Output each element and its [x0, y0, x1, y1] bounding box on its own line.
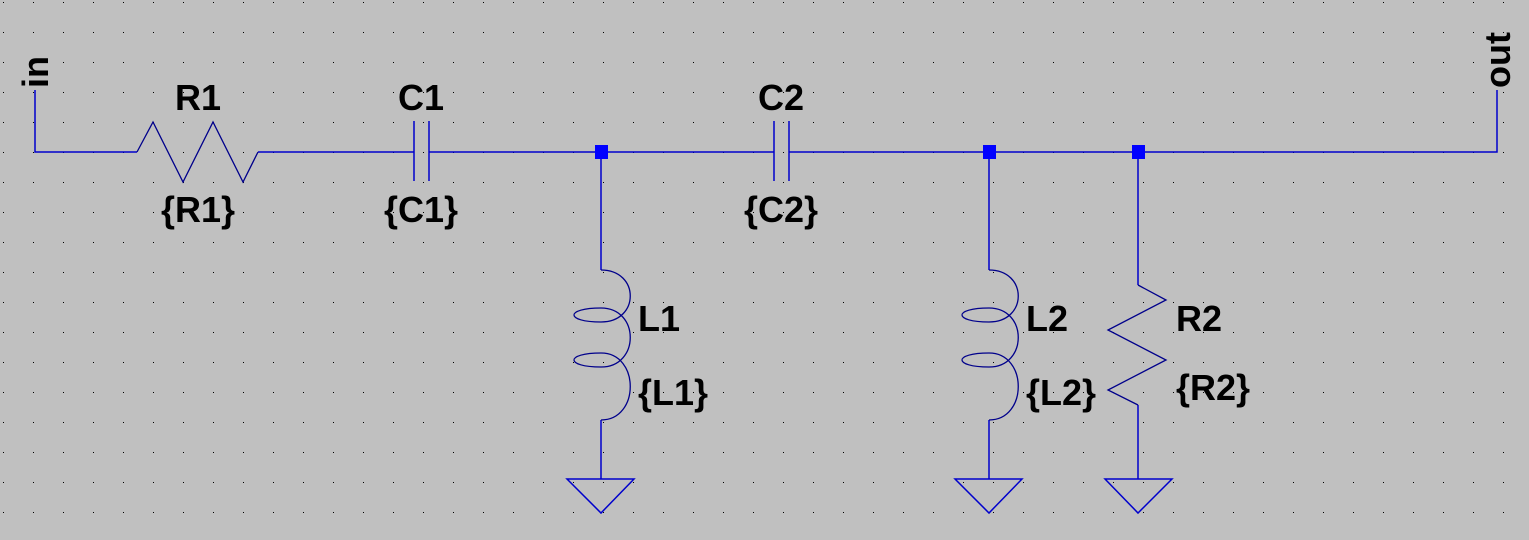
resistor-symbol-icon	[136, 120, 259, 184]
capacitor-c2[interactable]: C2 {C2}	[744, 77, 818, 230]
component-name[interactable]: L2	[1026, 298, 1068, 339]
inductor-l1[interactable]: L1 {L1}	[573, 269, 708, 421]
component-name[interactable]: C2	[758, 77, 804, 118]
component-name[interactable]: L1	[638, 298, 680, 339]
resistor-r1[interactable]: R1 {R1}	[136, 77, 259, 230]
ground-icon	[953, 478, 1024, 515]
component-value[interactable]: {L2}	[1026, 372, 1096, 413]
port-label-out[interactable]: out	[1477, 32, 1518, 88]
component-name[interactable]: R1	[175, 77, 221, 118]
inductor-coil-icon	[961, 269, 1019, 421]
junction-dot	[1132, 145, 1145, 159]
port-label-in[interactable]: in	[15, 56, 56, 88]
ground-icon	[565, 478, 636, 515]
inductor-coil-icon	[573, 269, 631, 421]
junction-dot	[983, 145, 996, 159]
inductor-l2[interactable]: L2 {L2}	[961, 269, 1096, 421]
resistor-r2[interactable]: R2 {R2}	[1106, 284, 1250, 408]
component-value[interactable]: {C1}	[384, 189, 458, 230]
wire-out[interactable]	[789, 90, 1498, 153]
junction-dot	[595, 145, 608, 159]
ground-icon	[1103, 478, 1174, 515]
component-name[interactable]: C1	[398, 77, 444, 118]
component-value[interactable]: {C2}	[744, 189, 818, 230]
component-name[interactable]: R2	[1176, 298, 1222, 339]
component-value[interactable]: {R2}	[1176, 367, 1250, 408]
resistor-symbol-icon	[1106, 284, 1168, 406]
capacitor-c1[interactable]: C1 {C1}	[384, 77, 458, 230]
component-value[interactable]: {L1}	[638, 372, 708, 413]
component-value[interactable]: {R1}	[161, 189, 235, 230]
wire-in[interactable]	[34, 90, 137, 153]
